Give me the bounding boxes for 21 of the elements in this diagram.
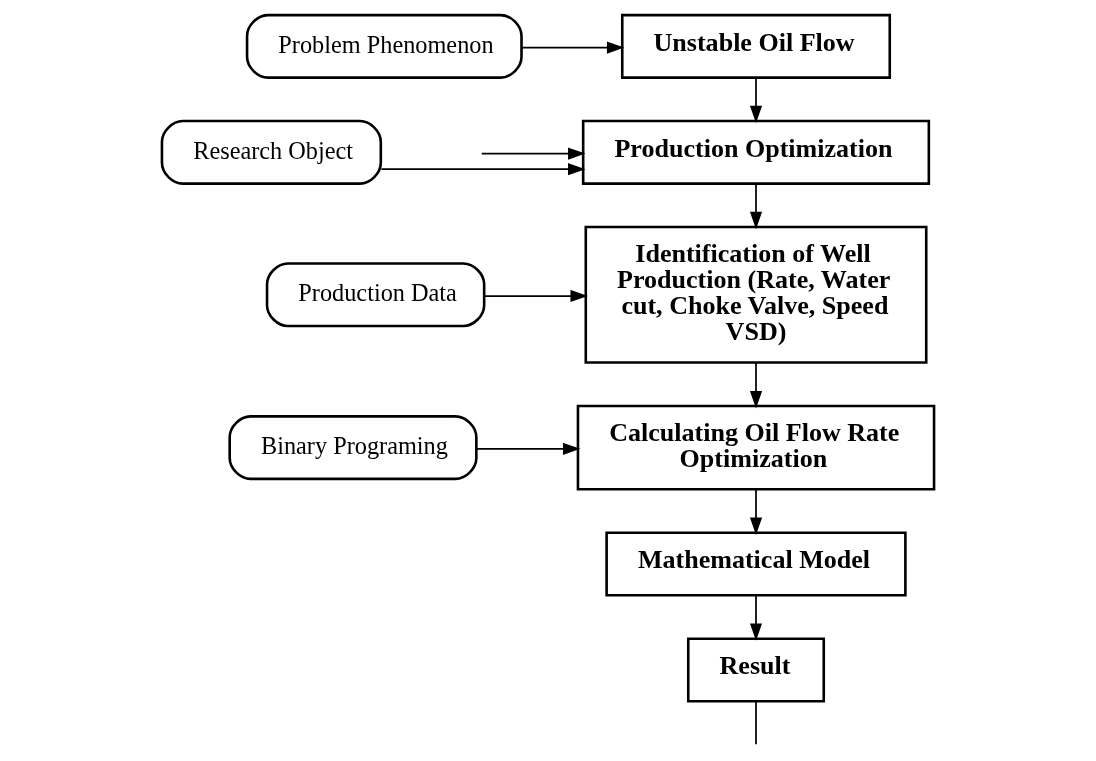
arrow: [480, 147, 586, 160]
node-box: Problem Phenomenon: [245, 13, 523, 79]
arrow: [749, 361, 763, 409]
arrow: [380, 163, 586, 176]
node-box: Research Object: [160, 119, 383, 185]
node-box: Identification of Well Production (Rate, Water cut, Choke Valve, Speed VSD): [584, 225, 928, 364]
arrow: [483, 289, 588, 303]
arrow: [520, 41, 625, 54]
node-box: Binary Programing: [228, 415, 478, 481]
arrow: [749, 488, 763, 535]
node-box: Mathematical Model: [605, 531, 907, 597]
arrow: [475, 442, 581, 455]
arrow: [749, 594, 763, 641]
connector: [755, 700, 757, 746]
node-box: Calculating Oil Flow Rate Optimization: [576, 404, 936, 491]
node-box: Production Optimization: [581, 119, 931, 185]
node-box: Unstable Oil Flow: [620, 13, 892, 79]
node-box: Production Data: [265, 262, 486, 328]
arrow: [749, 183, 763, 230]
arrow: [749, 77, 763, 124]
node-box: Result: [686, 637, 826, 703]
